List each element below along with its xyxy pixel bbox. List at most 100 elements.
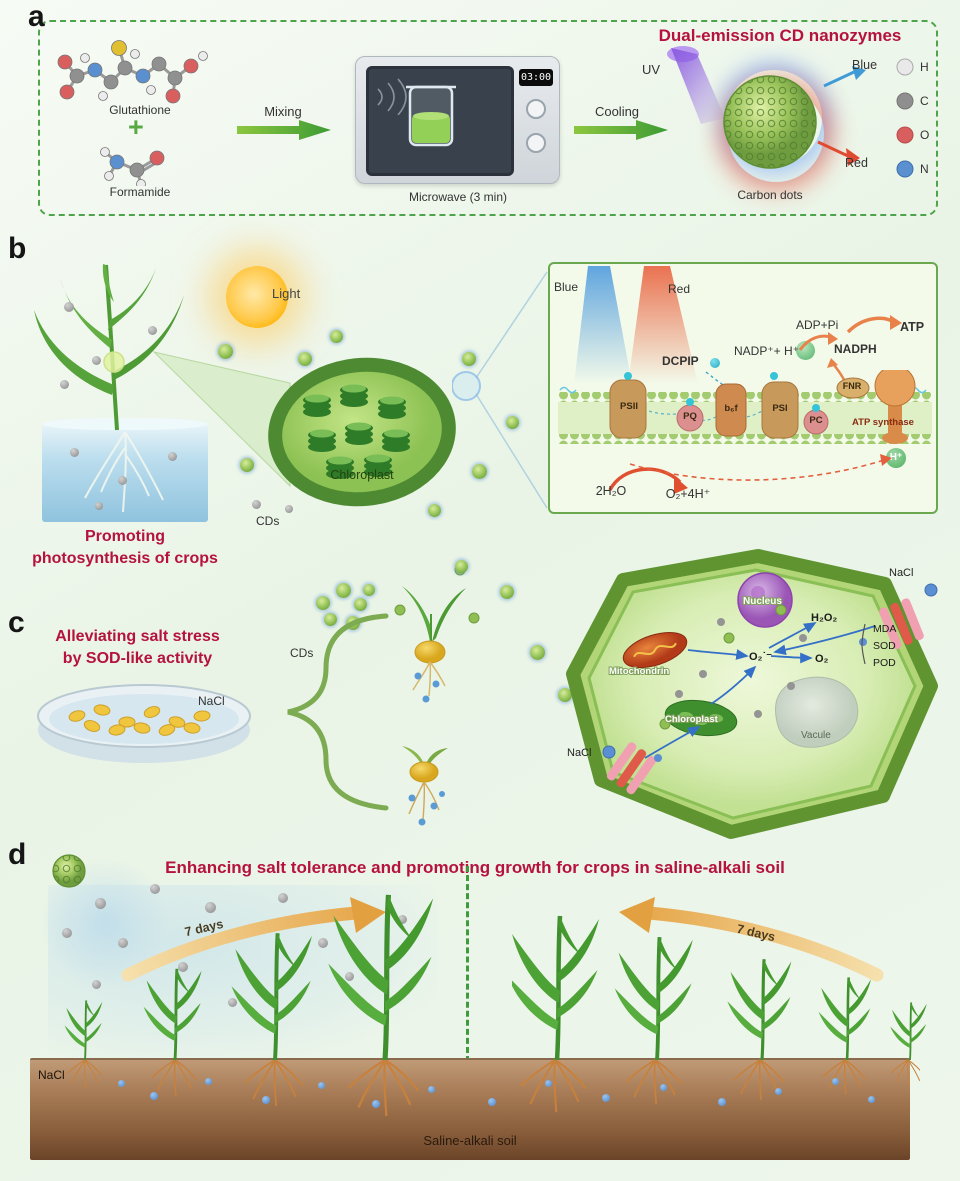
nacl-bottom-label: NaCl bbox=[567, 747, 591, 759]
panel-c-caption-2: by SOD-like activity bbox=[62, 650, 213, 667]
cd-dot bbox=[336, 583, 351, 598]
formamide-molecule-icon bbox=[100, 147, 165, 186]
cd-dot bbox=[472, 464, 487, 479]
blue-dot bbox=[428, 1086, 435, 1093]
gray-dot bbox=[60, 380, 69, 389]
seedling-control-icon bbox=[402, 746, 448, 826]
soil-label: Saline-alkali soil bbox=[423, 1133, 517, 1148]
cd-dot bbox=[506, 416, 519, 429]
gray-dot bbox=[398, 915, 407, 924]
beaker-icon bbox=[406, 85, 456, 147]
b6f-label: b₆f bbox=[724, 403, 738, 414]
gray-dot bbox=[205, 902, 216, 913]
blue-dot bbox=[318, 1082, 325, 1089]
microwave-timer: 03:00 bbox=[520, 72, 552, 83]
cell-mitochondrion-label: Mitochondrin bbox=[609, 666, 669, 677]
ion-channel-top-icon bbox=[879, 598, 924, 650]
psi-label: PSI bbox=[772, 403, 788, 414]
nacl-soil-label: NaCl bbox=[38, 1068, 65, 1082]
panel-c-label: c bbox=[8, 606, 25, 639]
cell-nucleus-label: Nucleus bbox=[743, 596, 782, 607]
formamide-label: Formamide bbox=[109, 185, 171, 199]
h2o2-label: H₂O₂ bbox=[811, 612, 837, 624]
nadp-label: NADP⁺+ H⁺ bbox=[734, 344, 800, 358]
atp-synthase-label: ATP synthase bbox=[852, 417, 914, 428]
red-emission-arrow-icon bbox=[817, 140, 860, 166]
cd-dot bbox=[316, 596, 330, 610]
pc-label: PC bbox=[809, 415, 823, 426]
microwave-icon: 03:00 bbox=[355, 56, 560, 184]
cd-dot bbox=[298, 352, 312, 366]
microwave-label: Microwave (3 min) bbox=[408, 190, 507, 204]
nadp-to-nadph-arrow-icon bbox=[798, 332, 838, 351]
blue-dot bbox=[775, 1088, 782, 1095]
cd-dot bbox=[324, 613, 337, 626]
plants-right-icon bbox=[512, 890, 928, 1064]
cd-dot bbox=[428, 504, 441, 517]
gray-dot bbox=[95, 898, 106, 909]
panel-a-label: a bbox=[28, 0, 45, 33]
cd-dot bbox=[558, 688, 572, 702]
panel-b-caption-1: Promoting bbox=[85, 528, 165, 545]
cooling-label: Cooling bbox=[594, 104, 640, 119]
cell-vacuole-label: Vacule bbox=[801, 730, 831, 741]
inset-blue-label: Blue bbox=[554, 280, 579, 294]
legend-sphere-o-icon bbox=[896, 126, 914, 144]
bracket-icon bbox=[287, 613, 389, 811]
plants-left-icon bbox=[63, 876, 460, 1064]
carbon-dot-sphere-icon bbox=[723, 75, 817, 169]
panel-b-label: b bbox=[8, 232, 27, 265]
blue-dot bbox=[488, 1098, 496, 1106]
blue-dot bbox=[118, 1080, 125, 1087]
atp-label: ATP bbox=[900, 320, 925, 334]
legend-c-label: C bbox=[920, 94, 929, 108]
plus-sign: + bbox=[128, 112, 144, 142]
cd-dot bbox=[462, 352, 476, 366]
blue-label: Blue bbox=[852, 58, 878, 72]
nacl-top-label: NaCl bbox=[889, 567, 913, 579]
gray-dot bbox=[278, 893, 288, 903]
glutathione-label: Glutathione bbox=[109, 103, 171, 117]
hplus-label: H⁺ bbox=[889, 452, 903, 463]
gray-dot bbox=[345, 972, 354, 981]
hplus-halo-icon bbox=[796, 341, 815, 360]
blue-dot bbox=[832, 1078, 839, 1085]
gray-dot bbox=[62, 928, 72, 938]
microwave-knob-2 bbox=[526, 133, 546, 153]
chloroplast-icon bbox=[268, 357, 456, 507]
microwave-display: 03:00 bbox=[519, 69, 553, 86]
panel-a-box bbox=[38, 20, 938, 216]
legend-o-label: O bbox=[920, 128, 930, 142]
cd-particle-icon bbox=[52, 854, 86, 888]
gray-dot bbox=[168, 452, 177, 461]
gray-dot bbox=[252, 500, 261, 509]
superoxide-label: O₂˙⁻ bbox=[749, 651, 772, 663]
dcpip-label: DCPIP bbox=[662, 354, 699, 368]
gray-dot bbox=[118, 938, 128, 948]
gray-dot bbox=[95, 502, 103, 510]
gray-dot bbox=[92, 356, 101, 365]
dcpip-dot-icon bbox=[710, 358, 720, 368]
blue-dot bbox=[868, 1096, 875, 1103]
pq-label: PQ bbox=[683, 411, 697, 422]
cell-chloroplast-label: Chloroplast bbox=[665, 714, 719, 725]
blue-dot bbox=[602, 1094, 610, 1102]
o2-label: O₂ bbox=[815, 653, 829, 665]
adp-to-atp-arrow-icon bbox=[846, 315, 902, 334]
growth-arrow-left-icon bbox=[121, 897, 386, 982]
water-label: 2H₂O bbox=[595, 484, 627, 498]
psii-label: PSII bbox=[620, 401, 638, 412]
nacl-dish-label: NaCl bbox=[198, 694, 225, 708]
blue-emission-arrow-icon bbox=[823, 66, 866, 88]
uv-label: UV bbox=[642, 62, 661, 77]
gray-dot bbox=[148, 326, 157, 335]
microwave-waves-icon bbox=[377, 78, 407, 115]
cd-dot bbox=[530, 645, 545, 660]
legend-sphere-c bbox=[896, 92, 914, 110]
carbon-dots-label: Carbon dots bbox=[737, 188, 803, 202]
water-split-arrow-icon bbox=[608, 467, 688, 494]
legend-h-label: H bbox=[920, 60, 929, 74]
legend-sphere-o bbox=[896, 126, 914, 144]
cds-label-c: CDs bbox=[290, 646, 314, 660]
gray-dot bbox=[64, 302, 74, 312]
